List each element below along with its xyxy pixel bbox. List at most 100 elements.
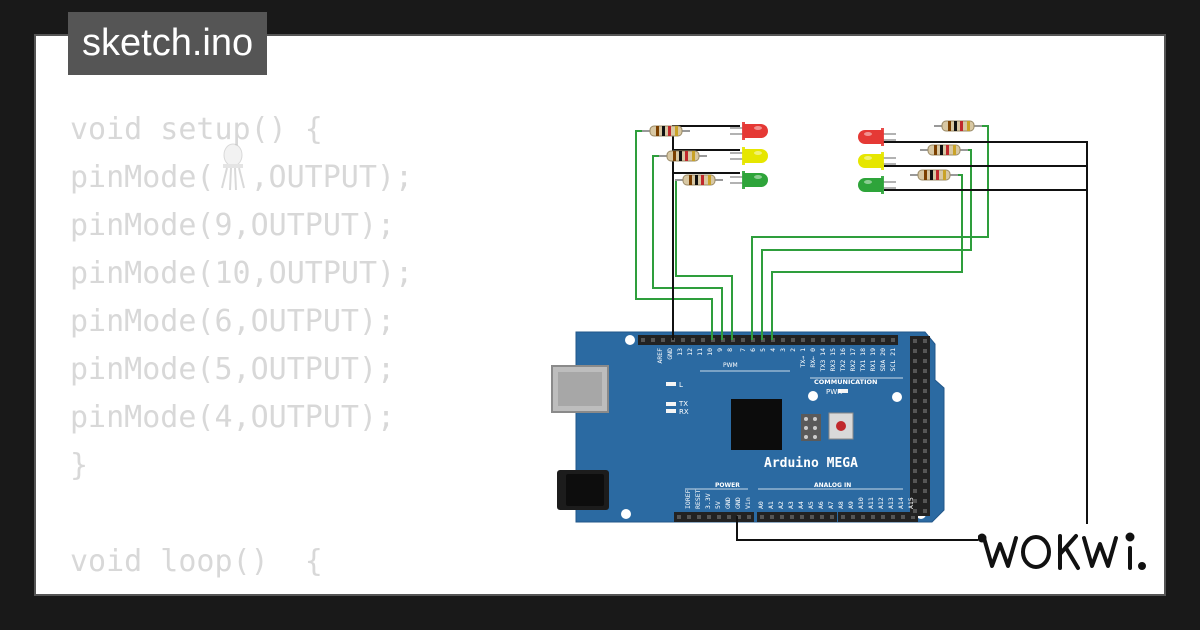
code-line: pinMode(10,OUTPUT); <box>70 256 414 291</box>
header-digital-double <box>910 336 930 516</box>
code-line: digitalWrite(10,HIGH); <box>70 586 467 594</box>
led-label-tx: TX <box>678 400 688 408</box>
power-label: POWER <box>715 482 740 489</box>
pin-label: A2 <box>777 501 785 509</box>
wire-pin10-left-red <box>635 130 713 340</box>
pin-label: A15 <box>907 497 915 509</box>
code-line: pinMode(,OUTPUT); <box>70 160 414 195</box>
header-digital-mid <box>738 335 818 345</box>
pin-label: A12 <box>877 497 885 509</box>
pin-label: 10 <box>706 348 714 356</box>
wire-pin4-right-green <box>771 174 963 340</box>
pin-label: A14 <box>897 497 905 509</box>
led-yellow-right[interactable] <box>858 152 896 170</box>
led-green-left[interactable] <box>730 171 768 189</box>
pin-label: GND <box>734 497 742 509</box>
pwm-label: PWM <box>723 362 738 369</box>
pin-label: A11 <box>867 497 875 509</box>
header-power <box>674 512 754 522</box>
led-label-pwr: PWR <box>826 388 842 396</box>
code-line: pinMode(5,OUTPUT); <box>70 352 396 387</box>
arduino-mega-board[interactable]: L TX RX PWR Arduino MEGA PWM COMMUNICATI… <box>551 331 945 523</box>
header-analog-low <box>757 512 837 522</box>
pin-label: 7 <box>739 348 747 352</box>
file-name-tab[interactable]: sketch.ino <box>68 12 268 75</box>
code-line: } <box>70 448 89 483</box>
led-red-left[interactable] <box>730 122 768 140</box>
code-line: pinMode(4,OUTPUT); <box>70 400 396 435</box>
pin-label: RX1 19 <box>869 348 877 372</box>
reset-button[interactable] <box>828 412 854 440</box>
pin-label: A4 <box>797 501 805 509</box>
pin-label: A0 <box>757 501 765 509</box>
resistor[interactable] <box>675 174 723 186</box>
wokwi-logo <box>978 524 1154 580</box>
mounting-hole <box>625 335 635 345</box>
led-yellow-left[interactable] <box>730 147 768 165</box>
board-name: Arduino MEGA <box>764 456 858 471</box>
pin-label: SDA 20 <box>879 348 887 372</box>
pin-label: A8 <box>837 501 845 509</box>
pin-label: RX2 17 <box>849 348 857 372</box>
wire-gnd-left-branches <box>673 149 740 174</box>
led-green-right[interactable] <box>858 176 896 194</box>
pin-label: 8 <box>726 348 734 352</box>
power-jack <box>557 470 609 510</box>
mounting-hole <box>621 509 631 519</box>
pin-label: TX→ 1 <box>799 348 807 368</box>
pin-label: Vin <box>744 497 752 509</box>
icsp-header <box>801 414 821 441</box>
pin-label: TX3 14 <box>819 348 827 372</box>
onboard-led-l <box>666 382 676 386</box>
faded-rgb-led-icon <box>221 143 245 191</box>
pin-label: A5 <box>807 501 815 509</box>
pin-label: 12 <box>686 348 694 356</box>
mounting-hole <box>892 392 902 402</box>
pin-label: A13 <box>887 497 895 509</box>
code-preview: void setup() { pinMode(,OUTPUT); pinMode(9… <box>70 106 467 594</box>
pin-label: 6 <box>749 348 757 352</box>
onboard-led-rx <box>666 409 676 413</box>
pin-label: RX3 15 <box>829 348 837 372</box>
pin-label: TX1 18 <box>859 348 867 372</box>
header-analog-high <box>838 512 918 522</box>
microcontroller-chip <box>731 399 782 450</box>
pin-label: SCL 21 <box>889 348 897 372</box>
code-line: pinMode(9,OUTPUT); <box>70 208 396 243</box>
pin-label: GND <box>724 497 732 509</box>
mounting-hole <box>808 391 818 401</box>
analog-in-label: ANALOG IN <box>814 482 851 489</box>
pin-label: 13 <box>676 348 684 356</box>
pin-label: A10 <box>857 497 865 509</box>
led-red-right[interactable] <box>858 128 896 146</box>
pin-headers <box>638 335 930 522</box>
resistor[interactable] <box>910 169 958 181</box>
resistor[interactable] <box>659 150 707 162</box>
pin-label: A9 <box>847 501 855 509</box>
wire-pin8-left-green <box>675 179 733 340</box>
pin-label: 2 <box>789 348 797 352</box>
header-communication <box>818 335 898 345</box>
pin-label: A7 <box>827 501 835 509</box>
pin-label: A3 <box>787 501 795 509</box>
pin-label: 3.3V <box>704 493 712 509</box>
code-line: void loop() { <box>70 544 323 579</box>
resistor[interactable] <box>920 144 968 156</box>
led-label-rx: RX <box>679 408 689 416</box>
pin-label: 5 <box>759 348 767 352</box>
pin-label: A6 <box>817 501 825 509</box>
pin-label: RESET <box>694 489 702 509</box>
pin-label: A1 <box>767 501 775 509</box>
resistor[interactable] <box>642 125 690 137</box>
code-line: void setup() { <box>70 112 323 147</box>
components <box>642 120 982 194</box>
pin-label: IOREF <box>684 489 692 509</box>
led-label-l: L <box>679 381 683 389</box>
resistor[interactable] <box>934 120 982 132</box>
onboard-led-pwr <box>838 389 848 393</box>
pin-label: 5V <box>714 501 722 509</box>
pin-label: RX← 0 <box>809 348 817 368</box>
pin-label: 11 <box>696 348 704 356</box>
